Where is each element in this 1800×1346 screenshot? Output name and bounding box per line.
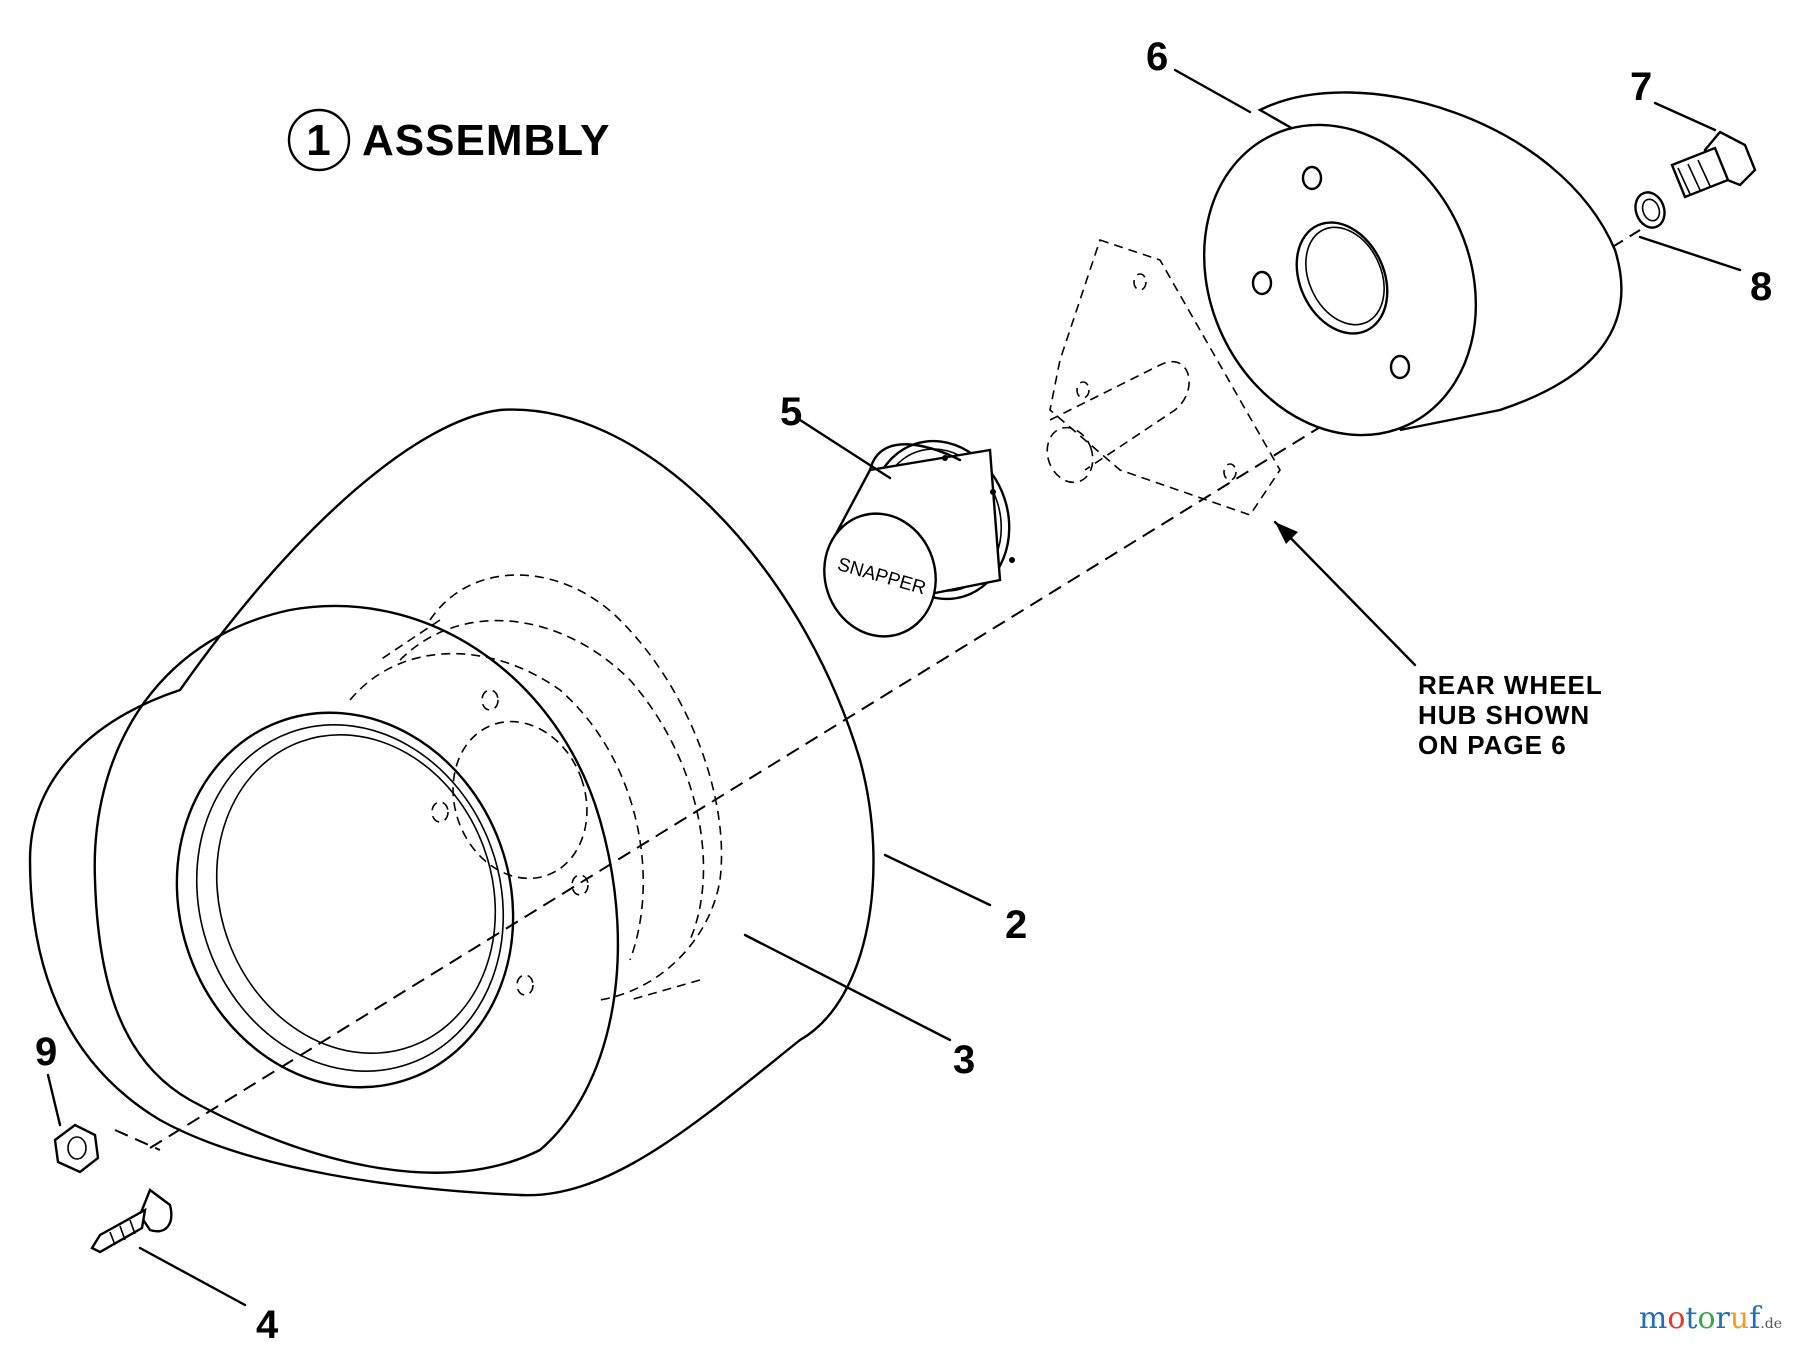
callout-7: 7 [1630,65,1652,109]
watermark-letter: t [1685,1301,1698,1336]
title-label: ASSEMBLY [362,116,610,165]
assembly-title: 1 ASSEMBLY [287,108,610,172]
watermark-letter: u [1729,1301,1750,1336]
callout-9: 9 [35,1030,57,1074]
callout-6: 6 [1146,35,1168,79]
watermark-letter: m [1638,1301,1668,1336]
callout-3: 3 [953,1038,975,1082]
bolt [1670,130,1757,199]
hub-cap: SNAPPER [823,439,1015,638]
watermark-logo: motoruf.de [1639,1301,1782,1336]
hex-nut [53,1123,100,1174]
note-line-1: REAR WHEEL [1418,670,1603,700]
watermark-letter: f [1749,1301,1761,1336]
callout-4: 4 [256,1303,279,1346]
rear-wheel-hub-phantom [1046,238,1281,516]
title-badge-number: 1 [306,116,331,165]
note-line-2: HUB SHOWN [1418,700,1590,730]
callout-labels: 2 3 4 5 6 7 8 9 [35,35,1772,1346]
valve-stem [90,1188,173,1254]
callout-8: 8 [1750,265,1772,309]
callout-2: 2 [1005,903,1027,947]
hub-note: REAR WHEEL HUB SHOWN ON PAGE 6 [1418,670,1603,760]
tire [28,408,875,1197]
leader-lines [46,68,1742,1307]
watermark-letter: o [1697,1301,1716,1336]
watermark-letter: r [1715,1301,1730,1336]
note-line-3: ON PAGE 6 [1418,730,1567,760]
callout-5: 5 [780,390,802,434]
watermark-suffix: .de [1760,1316,1782,1332]
watermark-letter: o [1667,1301,1686,1336]
title-badge-circle [287,108,351,172]
lock-washer [1634,191,1666,229]
wheel-weight [1202,91,1623,437]
